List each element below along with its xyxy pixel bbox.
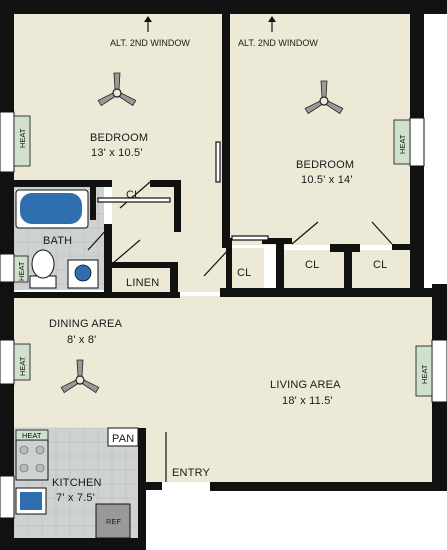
alt-window-label-right: ALT. 2ND WINDOW (238, 38, 318, 48)
dining-name: DINING AREA (49, 318, 123, 330)
heater-bath (13, 255, 29, 283)
heat-label-kitchen: HEAT (22, 431, 42, 440)
window-dining (0, 339, 15, 385)
closet-rod-right (231, 235, 269, 241)
window-kitchen (0, 475, 15, 519)
door-bath (87, 227, 109, 251)
bedroom-left-door-jamb (215, 141, 221, 183)
bedroom-right-dims: 10.5' x 14' (301, 174, 353, 186)
heater-bedroom-left (13, 115, 31, 167)
closet-label-bedroom-left: CL (126, 189, 140, 201)
fridge-label: REF (106, 517, 121, 526)
window-bath (0, 253, 15, 283)
heaters (13, 115, 433, 441)
bath-sink (67, 259, 99, 289)
alt-window-label-left: ALT. 2ND WINDOW (110, 38, 190, 48)
ceiling-fan-icon (60, 359, 100, 394)
window-bedroom-right (409, 117, 425, 167)
heat-label-dining: HEAT (18, 356, 27, 376)
pantry-label: PAN (112, 433, 134, 445)
refrigerator (95, 503, 131, 539)
kitchen-fixtures (15, 427, 139, 539)
floor-closet-right-a (284, 250, 344, 288)
heat-label-bedroom-left: HEAT (18, 128, 27, 148)
heater-living (415, 345, 433, 397)
linen-label: LINEN (126, 277, 159, 289)
heater-kitchen (15, 429, 49, 441)
closet-label-right-b: CL (373, 259, 387, 271)
bedroom-left-name: BEDROOM (90, 132, 148, 144)
floor-closet-hall (226, 248, 264, 288)
stove (15, 439, 49, 481)
heater-dining (13, 343, 31, 381)
closet-label-right-a: CL (305, 259, 319, 271)
heat-label-living: HEAT (420, 364, 429, 384)
bedroom-left-dims: 13' x 10.5' (91, 147, 143, 159)
bedroom-right-name: BEDROOM (296, 159, 354, 171)
arrow-up-icon (268, 16, 276, 32)
window-bedroom-left (0, 111, 15, 173)
arrow-up-icon (144, 16, 152, 32)
heat-label-bedroom-right: HEAT (398, 134, 407, 154)
ceiling-fan-icon (97, 72, 137, 107)
door-closet-right-b (371, 221, 393, 245)
kitchen-name: KITCHEN (52, 477, 102, 489)
floor-closet-right-b (352, 250, 410, 288)
floor-bedroom-right (230, 14, 412, 245)
floor-bedroom-left (14, 14, 222, 184)
labels: ALT. 2ND WINDOW ALT. 2ND WINDOW BEDROOM … (17, 38, 429, 526)
door-linen (111, 239, 141, 265)
door-closet-hall (203, 247, 231, 277)
closet-rod-left (97, 197, 171, 203)
door-bedroom-left (119, 181, 151, 209)
bath-name: BATH (43, 235, 72, 247)
entry-label: ENTRY (172, 467, 211, 479)
door-closet-right-a (291, 221, 319, 245)
heat-label-bath: HEAT (17, 261, 26, 281)
window-living (431, 339, 447, 403)
kitchen-dims: 7' x 7.5' (56, 492, 95, 504)
ceiling-fan-icon (304, 80, 344, 115)
closet-label-hall: CL (237, 267, 251, 279)
bathtub (15, 189, 89, 229)
living-name: LIVING AREA (270, 379, 341, 391)
living-dims: 18' x 11.5' (282, 395, 333, 407)
heater-bedroom-right (393, 119, 411, 165)
floor-kitchen-right (145, 430, 215, 482)
toilet (29, 249, 57, 289)
dining-dims: 8' x 8' (67, 334, 96, 346)
windows (0, 111, 447, 519)
pantry (107, 427, 139, 447)
doors (87, 141, 393, 482)
